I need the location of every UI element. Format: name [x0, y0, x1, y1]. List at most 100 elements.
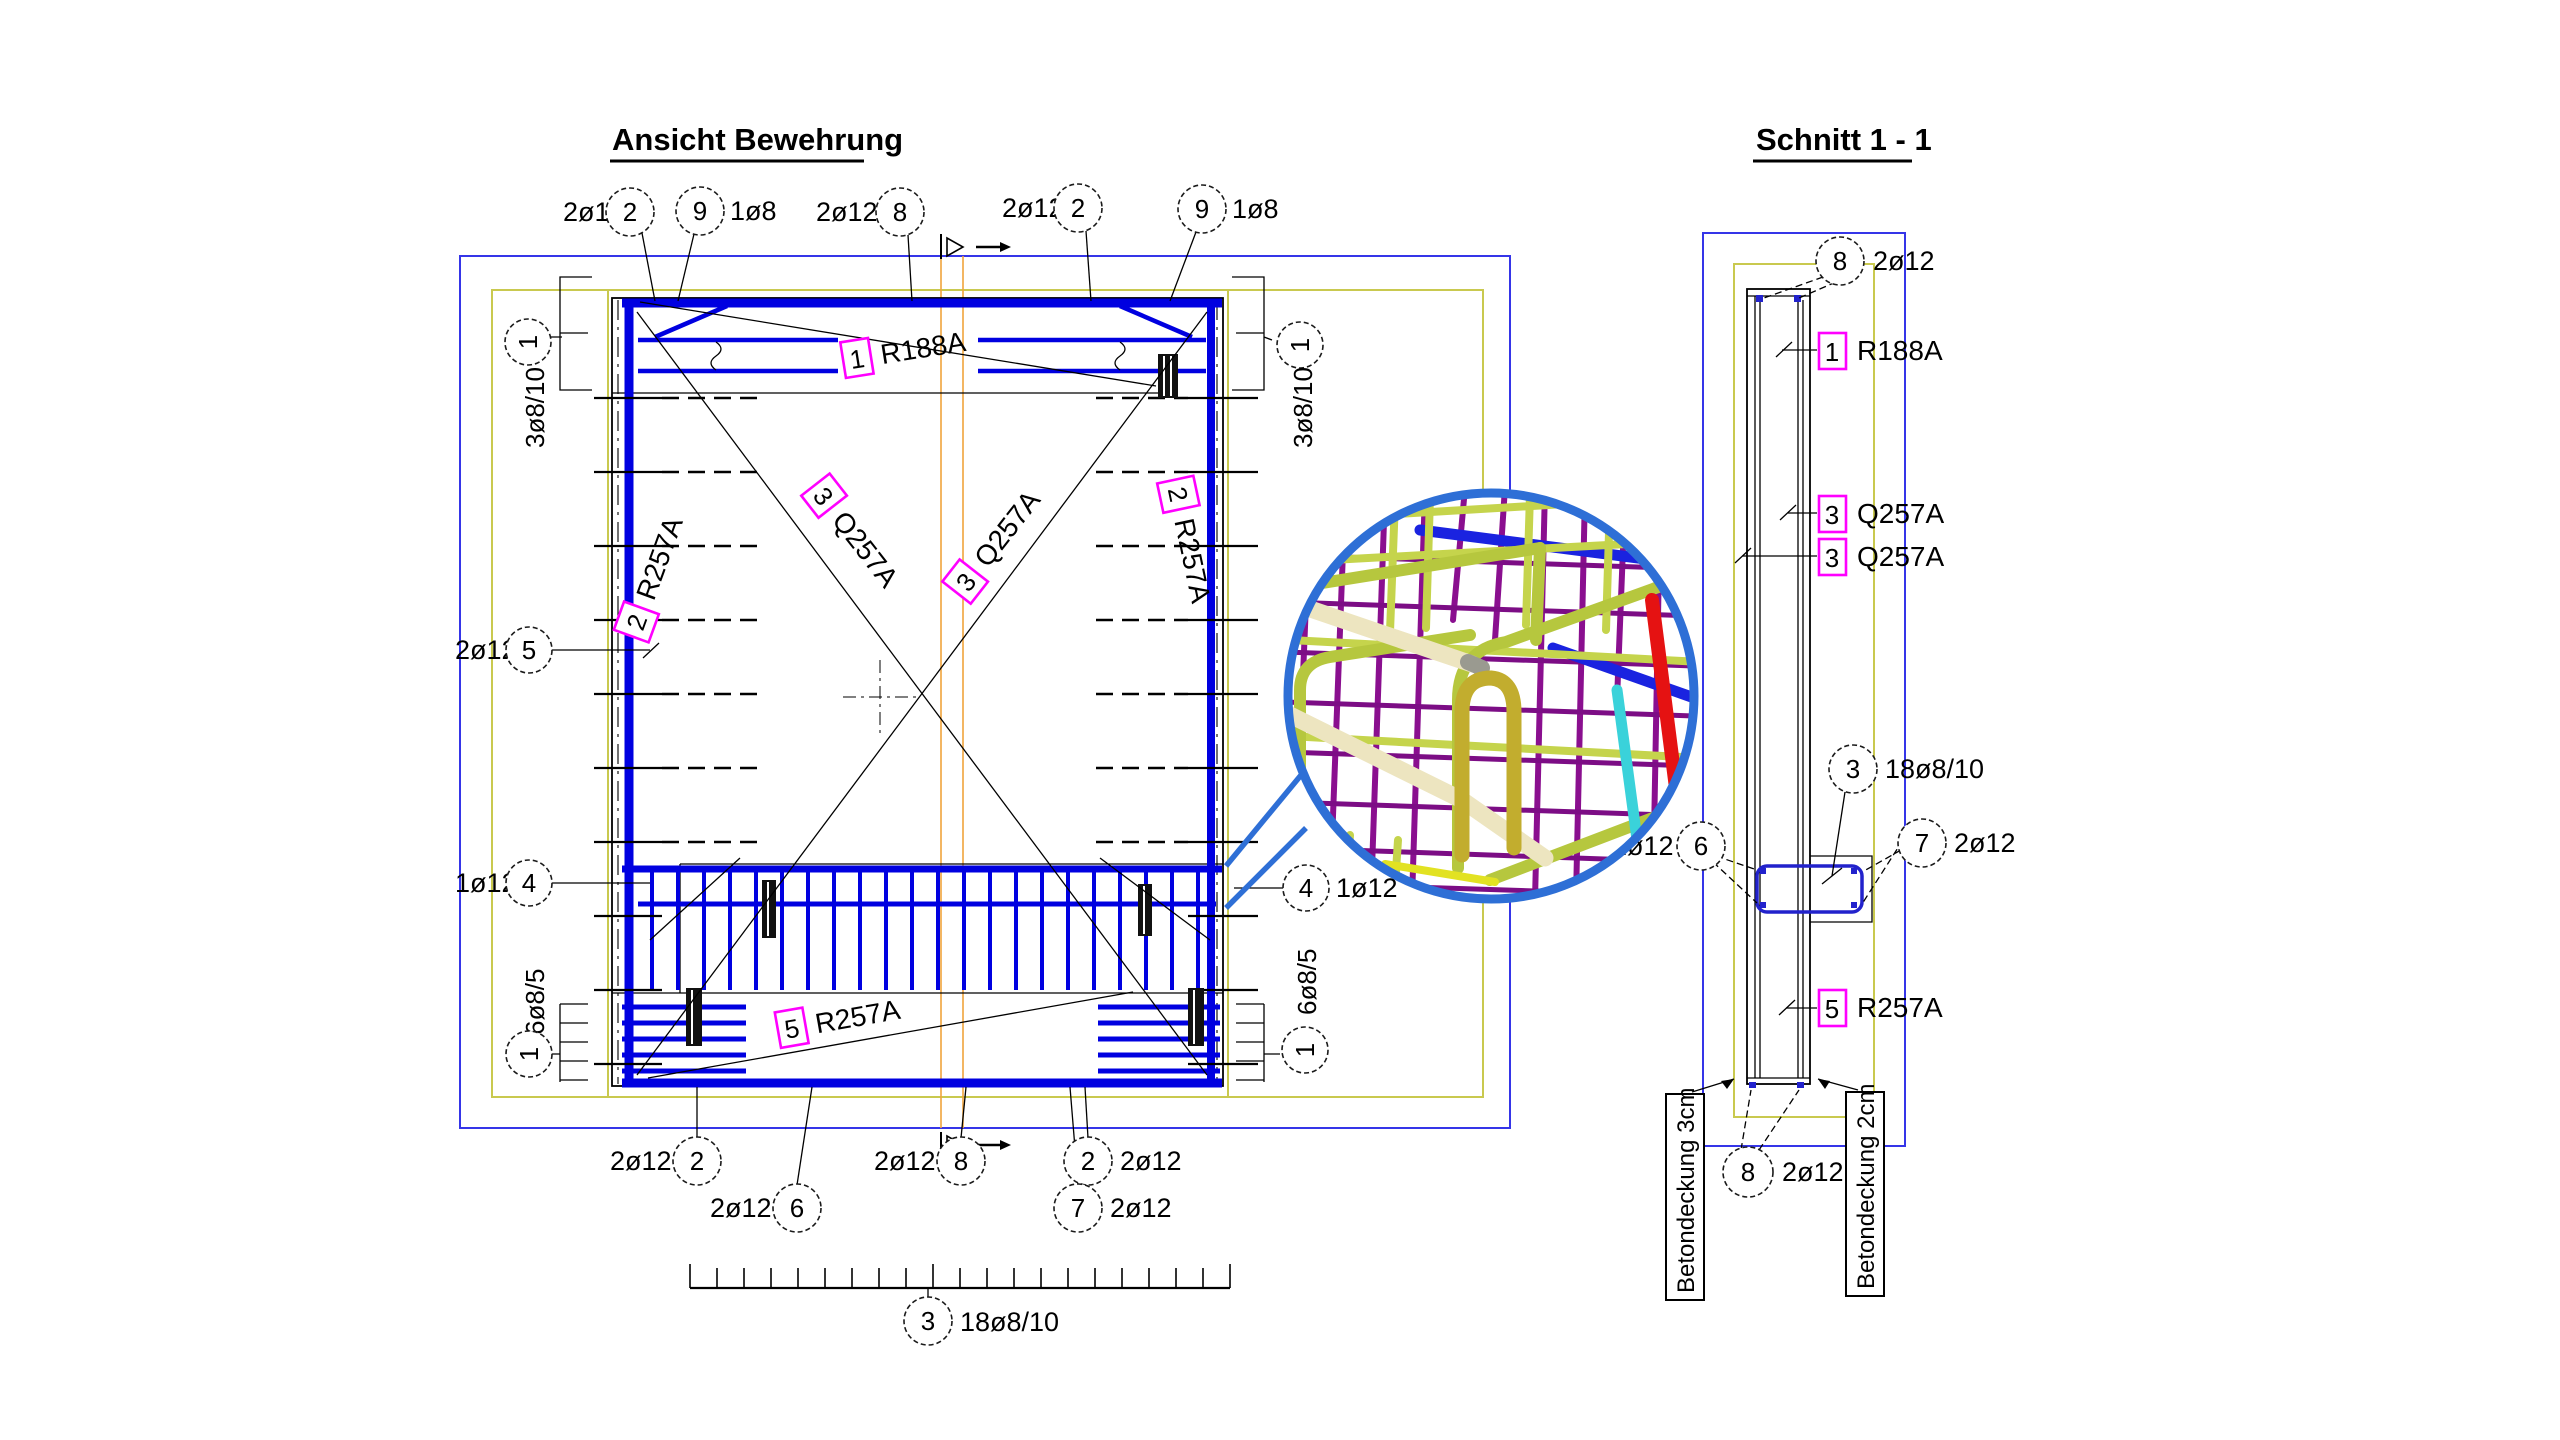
- dim-brackets: [551, 276, 1280, 1082]
- callout-9-topright: 9: [1177, 184, 1227, 234]
- callout-6-bottom: 6: [772, 1183, 822, 1233]
- callout-1-topleft: 1: [504, 318, 552, 366]
- callout-8-top: 8: [875, 187, 925, 237]
- position-box-3: [799, 471, 849, 520]
- stirrup-hook: [1755, 864, 1864, 914]
- schnitt-view: Schnitt 1 - 1: [1612, 122, 2016, 1301]
- svg-text:1: 1: [1285, 338, 1315, 352]
- ansicht-title: Ansicht Bewehrung: [612, 122, 903, 157]
- svg-text:3: 3: [1825, 543, 1839, 573]
- svg-text:2: 2: [690, 1146, 704, 1176]
- mat-label-r257a-bottom: 5 R257A: [773, 994, 903, 1050]
- svg-text:7: 7: [1071, 1193, 1085, 1223]
- position-box-5: [1817, 988, 1848, 1028]
- bar-label: 1ø12: [1336, 873, 1398, 903]
- svg-text:4: 4: [1299, 873, 1313, 903]
- svg-text:1: 1: [1825, 337, 1839, 367]
- svg-text:R257A: R257A: [630, 512, 689, 603]
- footing-bars: [622, 1004, 1220, 1074]
- callout-1-bottomright: 1: [1281, 1026, 1329, 1074]
- callout-3-schnitt: 3: [1828, 744, 1878, 794]
- svg-text:3: 3: [1825, 500, 1839, 530]
- section-arrow-icon: [1000, 242, 1011, 252]
- section-arrow-icon: [1000, 1140, 1011, 1150]
- spacing-label: 18ø8/10: [1885, 754, 1984, 784]
- svg-text:Q257A: Q257A: [968, 484, 1046, 572]
- svg-text:Q257A: Q257A: [1857, 541, 1944, 572]
- schnitt-profile: [1746, 288, 1873, 1088]
- svg-text:2: 2: [1071, 193, 1085, 223]
- leader-arrow-icon: [1721, 1079, 1734, 1089]
- callout-1-bottomleft: 1: [505, 1030, 553, 1078]
- position-box-3: [1817, 494, 1848, 534]
- svg-text:R257A: R257A: [1857, 992, 1943, 1023]
- svg-text:3: 3: [1846, 754, 1860, 784]
- section-triangle-icon: [946, 236, 965, 258]
- svg-text:5: 5: [1825, 994, 1839, 1024]
- schnitt-label-q257a-1: 3 Q257A: [1817, 494, 1944, 534]
- position-box-3: [1817, 537, 1848, 577]
- spacing-label: 6ø8/5: [520, 969, 550, 1036]
- section-marker-top: [940, 234, 1011, 259]
- bar-label: 2ø12: [1954, 828, 2016, 858]
- bar-label: 1ø8: [1232, 194, 1279, 224]
- svg-text:1: 1: [513, 335, 543, 349]
- diagonals-and-leaders: [551, 230, 1283, 1297]
- callout-8-schnitt-bottom: 8: [1722, 1146, 1774, 1198]
- svg-text:Q257A: Q257A: [1857, 498, 1944, 529]
- callout-8-schnitt-top: 8: [1815, 236, 1865, 286]
- schnitt-label-r257a: 5 R257A: [1817, 988, 1943, 1028]
- svg-text:8: 8: [954, 1146, 968, 1176]
- callout-3-ruler: 3: [903, 1296, 953, 1346]
- schnitt-leaders: [1691, 276, 1904, 1151]
- schnitt-frames: [1702, 232, 1906, 1147]
- spacing-label: 6ø8/5: [1292, 949, 1322, 1016]
- svg-text:Betondeckung 2cm: Betondeckung 2cm: [1853, 1084, 1880, 1289]
- callout-2-topleft: 2: [605, 187, 655, 237]
- position-box-1: [1817, 331, 1848, 371]
- svg-text:2: 2: [1081, 1146, 1095, 1176]
- cover-box-3cm: Betondeckung 3cm: [1665, 1088, 1705, 1301]
- svg-text:4: 4: [522, 868, 536, 898]
- callout-2-bottomright: 2: [1063, 1136, 1113, 1186]
- bar-label: 2ø12: [1110, 1193, 1172, 1223]
- bar-label: 2ø12: [1873, 246, 1935, 276]
- cover-box-2cm: Betondeckung 2cm: [1845, 1084, 1885, 1297]
- callout-4-left: 4: [505, 859, 553, 907]
- callout-7-schnitt: 7: [1897, 818, 1947, 868]
- position-box-2: [1155, 474, 1202, 515]
- bar-label: 2ø12: [816, 197, 878, 227]
- callout-9-topleft: 9: [675, 186, 725, 236]
- svg-text:8: 8: [1741, 1157, 1755, 1187]
- svg-text:1: 1: [514, 1047, 544, 1061]
- svg-text:2: 2: [623, 197, 637, 227]
- svg-text:7: 7: [1915, 828, 1929, 858]
- schnitt-title: Schnitt 1 - 1: [1756, 122, 1932, 157]
- callout-4-right: 4: [1282, 864, 1330, 912]
- svg-text:8: 8: [1833, 246, 1847, 276]
- svg-text:R188A: R188A: [1857, 335, 1943, 366]
- callout-1-topright: 1: [1276, 321, 1324, 369]
- mat-label-q257a-left: 3 Q257A: [799, 471, 905, 593]
- bar-label: 2ø12: [874, 1146, 936, 1176]
- break-squiggles: [710, 341, 1126, 371]
- bar-label: 2ø12: [710, 1193, 772, 1223]
- anchor-blocks: [686, 354, 1204, 1046]
- stirrup-ticks: [594, 396, 1258, 1066]
- ladder-bars: [650, 866, 1200, 990]
- svg-text:1: 1: [848, 343, 867, 375]
- spacing-label: 3ø8/10: [520, 367, 550, 448]
- bar-label: 1ø8: [730, 196, 777, 226]
- mat-label-q257a-right: 3 Q257A: [940, 484, 1046, 606]
- callout-2-bottomleft: 2: [672, 1136, 722, 1186]
- position-box-1: [838, 336, 876, 380]
- position-box-5: [773, 1006, 811, 1050]
- svg-text:2: 2: [1162, 484, 1194, 504]
- scale-ruler: [689, 1264, 1231, 1290]
- svg-text:9: 9: [1195, 194, 1209, 224]
- position-box-2: [612, 599, 661, 645]
- ansicht-view: Ansicht Bewehrung: [455, 122, 1511, 1346]
- svg-text:8: 8: [893, 197, 907, 227]
- svg-text:3: 3: [921, 1306, 935, 1336]
